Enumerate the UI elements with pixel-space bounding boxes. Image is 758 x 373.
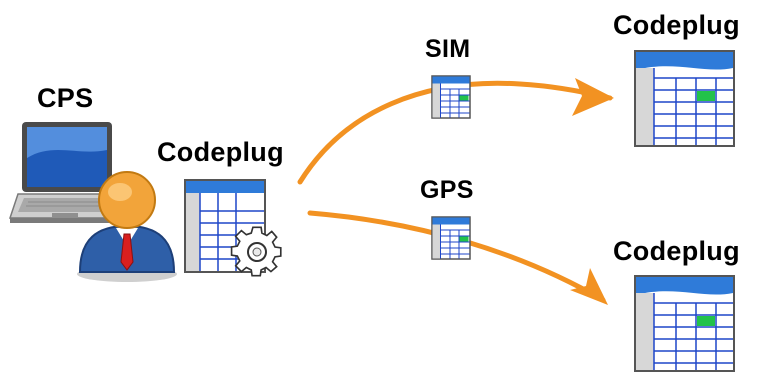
codeplug-top-label: Codeplug (613, 10, 740, 41)
spreadsheet-gear-icon (183, 178, 285, 280)
cps-label: CPS (37, 83, 93, 114)
spreadsheet-icon-top (634, 50, 736, 148)
sim-label: SIM (425, 35, 470, 64)
codeplug-bottom-label: Codeplug (613, 236, 740, 267)
gps-label: GPS (420, 176, 474, 205)
sim-card-icon (431, 75, 471, 119)
arrowhead-top (572, 78, 614, 116)
gps-card-icon (431, 216, 471, 260)
user-icon (72, 164, 182, 284)
spreadsheet-icon-bottom (634, 275, 736, 373)
